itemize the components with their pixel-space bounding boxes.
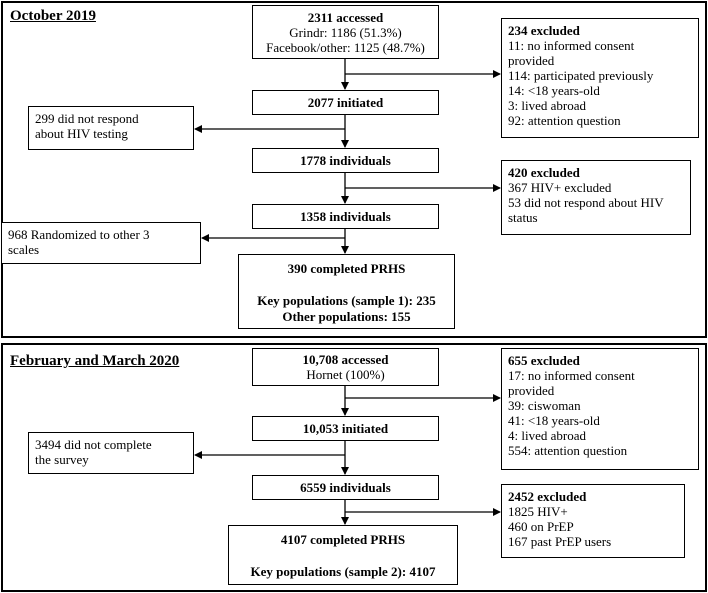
box-no-hiv-testing: 299 did not respond about HIV testing [28, 106, 194, 150]
excluded-2452-line: 167 past PrEP users [508, 534, 612, 549]
accessed-2019-grindr: Grindr: 1186 (51.3%) [289, 25, 402, 40]
box-excluded-234: 234 excluded 11: no informed consent pro… [501, 18, 699, 138]
box-accessed-2019: 2311 accessed Grindr: 1186 (51.3%) Faceb… [252, 5, 439, 59]
accessed-2019-title: 2311 accessed [307, 10, 384, 25]
box-individuals-1358: 1358 individuals [252, 204, 439, 229]
randomized-line2: scales [8, 242, 40, 257]
box-individuals-1778: 1778 individuals [252, 148, 439, 173]
excluded-2452-title: 2452 excluded [508, 489, 587, 504]
completed-4107-title: 4107 completed PRHS [280, 532, 406, 547]
accessed-2020-title: 10,708 accessed [302, 352, 389, 367]
accessed-2020-hornet: Hornet (100%) [306, 367, 385, 382]
panel1-title: October 2019 [10, 8, 96, 24]
excluded-234-title: 234 excluded [508, 23, 580, 38]
excluded-420-line: status [508, 210, 538, 225]
panel-feb-mar-2020 [1, 343, 707, 592]
completed-390-other: Other populations: 155 [282, 309, 411, 324]
excluded-2452-line: 460 on PrEP [508, 519, 574, 534]
box-not-complete: 3494 did not complete the survey [28, 432, 194, 474]
excluded-234-line: provided [508, 53, 555, 68]
box-accessed-2020: 10,708 accessed Hornet (100%) [252, 348, 439, 386]
box-initiated-10053: 10,053 initiated [252, 416, 439, 441]
excluded-234-line: 14: <18 years-old [508, 83, 600, 98]
panel-october-2019 [1, 1, 707, 338]
excluded-655-line: 41: <18 years-old [508, 413, 600, 428]
completed-390-title: 390 completed PRHS [287, 261, 406, 276]
excluded-655-line: provided [508, 383, 555, 398]
box-individuals-6559: 6559 individuals [252, 475, 439, 500]
panel2-title: February and March 2020 [10, 353, 180, 369]
excluded-234-line: 92: attention question [508, 113, 621, 128]
accessed-2019-facebook: Facebook/other: 1125 (48.7%) [266, 40, 425, 55]
box-completed-390: 390 completed PRHS Key populations (samp… [238, 254, 455, 329]
box-excluded-420: 420 excluded 367 HIV+ excluded 53 did no… [501, 160, 691, 235]
excluded-234-line: 114: participated previously [508, 68, 654, 83]
excluded-655-line: 39: ciswoman [508, 398, 581, 413]
excluded-420-line: 367 HIV+ excluded [508, 180, 612, 195]
excluded-420-title: 420 excluded [508, 165, 580, 180]
excluded-420-line: 53 did not respond about HIV [508, 195, 664, 210]
excluded-655-line: 17: no informed consent [508, 368, 635, 383]
not-complete-line2: the survey [35, 452, 89, 467]
excluded-655-line: 554: attention question [508, 443, 628, 458]
completed-390-key: Key populations (sample 1): 235 [257, 293, 436, 308]
excluded-2452-line: 1825 HIV+ [508, 504, 568, 519]
box-excluded-655: 655 excluded 17: no informed consent pro… [501, 348, 699, 470]
not-complete-line1: 3494 did not complete [35, 437, 152, 452]
excluded-655-title: 655 excluded [508, 353, 580, 368]
completed-4107-key: Key populations (sample 2): 4107 [250, 564, 436, 579]
randomized-line1: 968 Randomized to other 3 [8, 227, 150, 242]
box-initiated-2077: 2077 initiated [252, 90, 439, 115]
excluded-655-line: 4: lived abroad [508, 428, 586, 443]
box-completed-4107: 4107 completed PRHS Key populations (sam… [228, 525, 458, 585]
no-hiv-testing-line2: about HIV testing [35, 126, 128, 141]
box-randomized: 968 Randomized to other 3 scales [1, 222, 201, 264]
no-hiv-testing-line1: 299 did not respond [35, 111, 139, 126]
excluded-234-line: 3: lived abroad [508, 98, 586, 113]
excluded-234-line: 11: no informed consent [508, 38, 635, 53]
box-excluded-2452: 2452 excluded 1825 HIV+ 460 on PrEP 167 … [501, 484, 685, 558]
